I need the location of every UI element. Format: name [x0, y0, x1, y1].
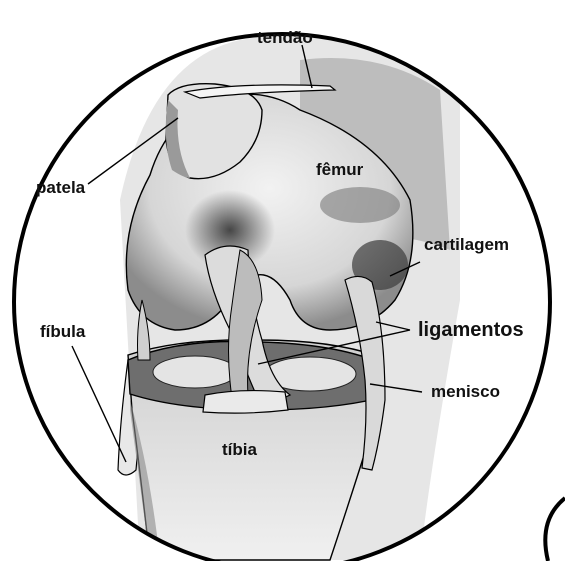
ligament-base: [203, 391, 288, 414]
label-ligamentos: ligamentos: [418, 319, 524, 342]
label-fibula: fíbula: [40, 322, 85, 342]
label-patela: patela: [36, 178, 85, 198]
label-menisco: menisco: [431, 382, 500, 402]
secondary-circle-fragment: [545, 498, 565, 561]
label-tibia: tíbia: [222, 440, 257, 460]
fibula-leader: [72, 346, 126, 462]
label-femur: fêmur: [316, 160, 363, 180]
label-cartilagem: cartilagem: [424, 235, 509, 255]
knee-artwork: [118, 20, 460, 560]
femur-side-shadow: [320, 187, 400, 223]
meniscus-left-hole: [153, 356, 237, 388]
label-tendao: tendão: [257, 28, 313, 48]
